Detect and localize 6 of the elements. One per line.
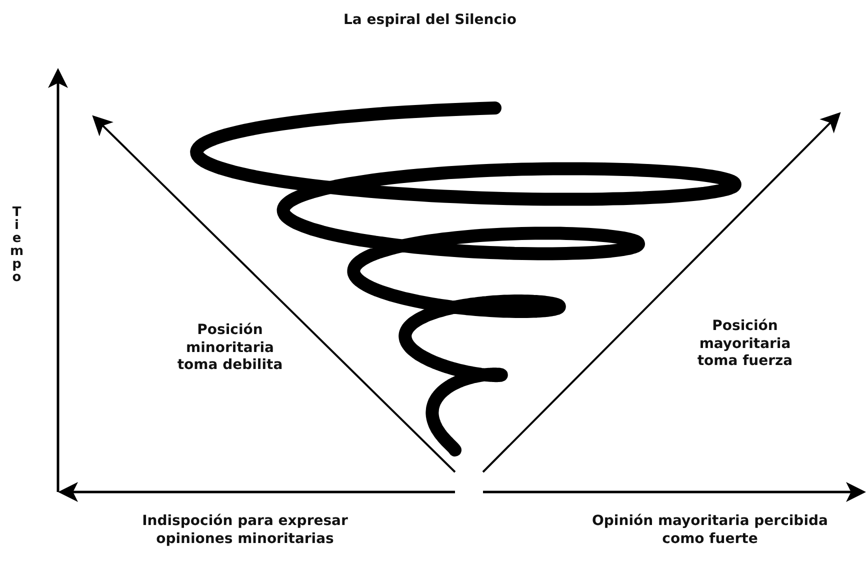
region-label: Posición minoritaria toma debilita [176, 322, 284, 374]
axis-label: Opinión mayoritaria percibida como fuerte [591, 513, 829, 548]
diagram-title: La espiral del Silencio [342, 12, 518, 30]
axis-label: Tiempo [8, 205, 24, 283]
region-label: Posición mayoritaria toma fuerza [696, 318, 794, 370]
axis-label: Indispoción para expresar opiniones minoritarias [141, 513, 349, 548]
